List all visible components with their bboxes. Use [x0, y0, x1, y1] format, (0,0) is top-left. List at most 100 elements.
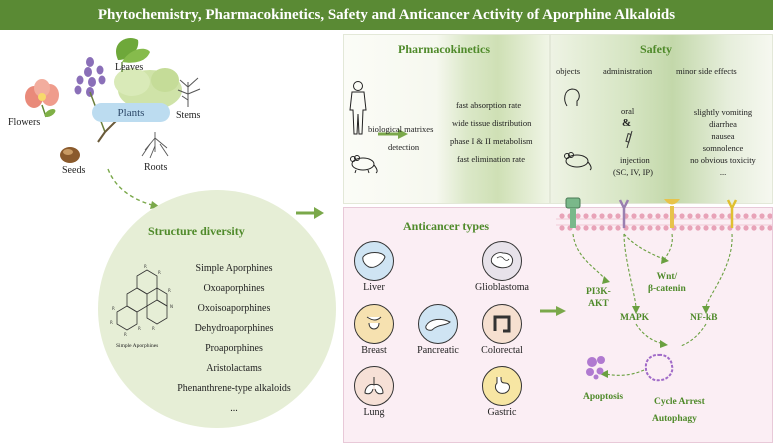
- structure-item: Simple Aporphines: [195, 263, 273, 274]
- structure-diversity-circle: [98, 190, 336, 428]
- pk-property: fast absorption rate: [456, 100, 522, 110]
- pharmacokinetics-heading: Pharmacokinetics: [398, 42, 490, 56]
- pharmacokinetics-panel: [343, 34, 550, 204]
- syringe-icon: [625, 130, 633, 149]
- lung-icon: [354, 366, 394, 406]
- seeds-label: Seeds: [62, 165, 86, 176]
- cancer-label: Breast: [361, 345, 387, 356]
- flowers-label: Flowers: [8, 117, 41, 128]
- cancer-lung: Lung: [348, 366, 400, 418]
- pathway-pi3k-akt: PI3K- AKT: [586, 286, 611, 310]
- cancer-label: Pancreatic: [417, 345, 459, 356]
- liver-icon: [354, 241, 394, 281]
- leaves-label: Leaves: [115, 62, 144, 73]
- side-effects-list: slightly vomiting diarrhea nausea somnol…: [676, 106, 770, 178]
- safety-heading: Safety: [640, 42, 672, 56]
- svg-text:R: R: [168, 288, 171, 293]
- cancer-label: Glioblastoma: [475, 282, 529, 293]
- cancer-label: Colorectal: [481, 345, 523, 356]
- mouse-icon: [564, 152, 592, 171]
- route-injection-types: (SC, IV, IP): [613, 167, 653, 177]
- plants-label: Plants: [92, 103, 170, 122]
- cancer-label: Lung: [363, 407, 385, 418]
- structure-item: Proaporphines: [205, 343, 263, 354]
- cancer-label: Liver: [363, 282, 385, 293]
- route-oral: oral: [621, 106, 635, 116]
- breast-icon: [354, 304, 394, 344]
- matrix-label: biological matrixes: [368, 124, 434, 134]
- cell-cycle-icon: [644, 353, 674, 382]
- cancer-pancreatic: Pancreatic: [408, 304, 468, 356]
- side-effect-item: no obvious toxicity: [690, 155, 756, 165]
- apoptosis-icon: [586, 356, 605, 380]
- structure-item: Dehydroaporphines: [194, 323, 274, 334]
- cancer-colorectal: Colorectal: [472, 304, 532, 356]
- aporphine-molecule-icon: R R R N R R R R R: [110, 264, 173, 337]
- pathway-mapk: MAPK: [620, 313, 650, 323]
- pathway-label: AKT: [588, 299, 609, 309]
- side-effect-item: nausea: [711, 131, 735, 141]
- pathway-arrows: [572, 233, 733, 378]
- cancer-glioblastoma: Glioblastoma: [470, 241, 534, 293]
- pancreas-icon: [418, 304, 458, 344]
- cell-membrane: [556, 197, 772, 231]
- to-pathway-arrow: [540, 306, 566, 316]
- svg-text:R: R: [144, 264, 147, 269]
- safety-panel: [550, 34, 773, 204]
- stomach-icon: [482, 366, 522, 406]
- pathway-label: Wnt/: [656, 272, 678, 282]
- pk-property: fast elimination rate: [457, 154, 525, 164]
- svg-text:R: R: [152, 326, 155, 331]
- detection-label: detection: [388, 142, 420, 152]
- pathway-label: β-catenin: [648, 284, 686, 294]
- stems-label: Stems: [176, 110, 201, 121]
- mouse-icon: [350, 155, 378, 174]
- autophagy-label: Autophagy: [652, 414, 697, 424]
- human-icon: [349, 81, 367, 135]
- main-title: Phytochemistry, Pharmacokinetics, Safety…: [0, 0, 773, 30]
- structure-item: Oxoisoaporphines: [197, 303, 271, 314]
- svg-text:R: R: [158, 270, 161, 275]
- pathway-label: PI3K-: [586, 287, 611, 297]
- structure-heading: Structure diversity: [148, 224, 245, 238]
- objects-label: objects: [556, 66, 581, 76]
- route-injection: injection: [620, 155, 650, 165]
- side-effect-item: somnolence: [702, 143, 744, 153]
- to-right-panels-arrow: [296, 207, 324, 219]
- side-effect-item: diarrhea: [709, 119, 737, 129]
- administration-label: administration: [603, 66, 653, 76]
- human-head-icon: [564, 88, 580, 107]
- brain-icon: [482, 241, 522, 281]
- cancer-liver: Liver: [348, 241, 400, 293]
- colon-icon: [482, 304, 522, 344]
- structure-item: Phenanthrene-type alkaloids: [177, 383, 291, 394]
- pk-property: phase I & II metabolism: [450, 136, 533, 146]
- svg-text:N: N: [170, 304, 173, 309]
- cycle-arrest-label: Cycle Arrest: [654, 397, 705, 407]
- apoptosis-label: Apoptosis: [583, 392, 624, 402]
- plants-illustration: [25, 38, 201, 163]
- structure-item: ...: [230, 403, 238, 414]
- pathway-wnt: Wnt/ β-catenin: [648, 271, 686, 295]
- cancer-label: Gastric: [487, 407, 517, 418]
- anticancer-panel: [343, 207, 773, 443]
- molecule-caption: Simple Aporphines: [116, 343, 159, 349]
- pathway-nfkb: NF-kB: [690, 313, 718, 323]
- svg-text:R: R: [124, 332, 127, 337]
- structure-item: Aristolactams: [206, 363, 262, 374]
- pk-property: wide tissue distribution: [452, 118, 532, 128]
- svg-text:R: R: [110, 320, 113, 325]
- structure-item: Oxoaporphines: [203, 283, 265, 294]
- roots-label: Roots: [144, 162, 168, 173]
- anticancer-heading: Anticancer types: [403, 219, 490, 233]
- side-effect-item: slightly vomiting: [693, 107, 753, 117]
- svg-text:R: R: [138, 326, 141, 331]
- pk-arrow: [378, 129, 408, 139]
- cancer-breast: Breast: [348, 304, 400, 356]
- cancer-gastric: Gastric: [472, 366, 532, 418]
- route-and: &: [622, 117, 632, 129]
- svg-text:R: R: [112, 306, 115, 311]
- side-effects-label: minor side effects: [676, 66, 737, 76]
- structure-class-list: Simple Aporphines Oxoaporphines Oxoisoap…: [172, 259, 296, 419]
- side-effect-item: ...: [719, 167, 727, 177]
